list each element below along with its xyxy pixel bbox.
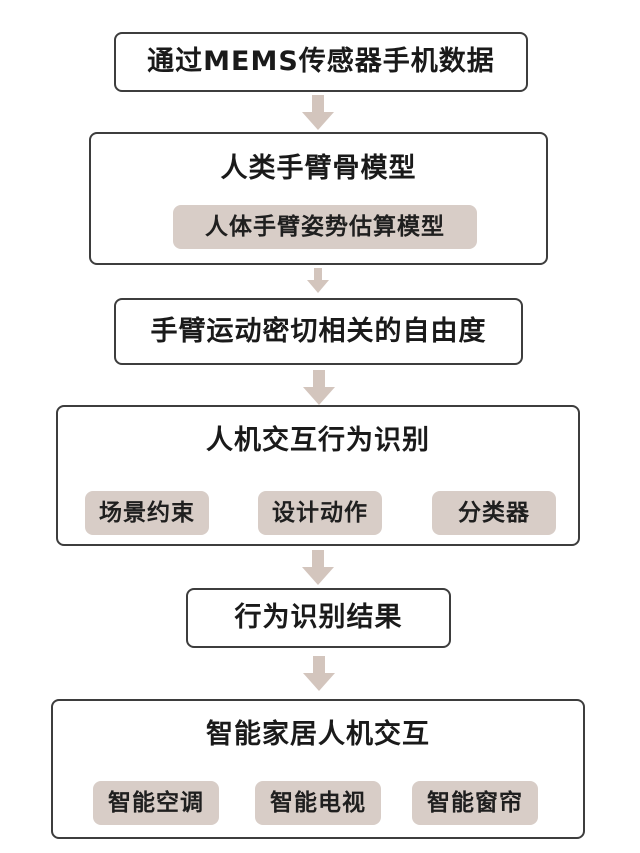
smart-tv: 智能电视 xyxy=(255,781,381,825)
design-action: 设计动作 xyxy=(258,491,382,535)
step-smart-home-hci: 智能家居人机交互 智能空调 智能电视 智能窗帘 xyxy=(51,699,585,839)
step-hci-recognition-label: 人机交互行为识别 xyxy=(206,425,430,456)
step-hci-recognition: 人机交互行为识别 场景约束 设计动作 分类器 xyxy=(56,405,580,546)
step-mems-data: 通过MEMS传感器手机数据 xyxy=(114,32,528,92)
down-arrow-icon xyxy=(301,550,335,586)
down-arrow-icon xyxy=(302,370,336,406)
classifier: 分类器 xyxy=(432,491,556,535)
step-arm-dof-label: 手臂运动密切相关的自由度 xyxy=(150,316,487,347)
down-arrow-icon xyxy=(301,95,335,131)
step-arm-bone-model-label: 人类手臂骨模型 xyxy=(220,153,417,184)
step-arm-bone-model: 人类手臂骨模型 人体手臂姿势估算模型 xyxy=(89,132,548,265)
arm-pose-estimation-model: 人体手臂姿势估算模型 xyxy=(173,205,477,249)
down-arrow-icon xyxy=(305,268,331,294)
scene-constraint: 场景约束 xyxy=(85,491,209,535)
smart-curtain: 智能窗帘 xyxy=(412,781,538,825)
step-mems-data-label: 通过MEMS传感器手机数据 xyxy=(147,46,495,77)
step-recognition-result-label: 行为识别结果 xyxy=(234,602,403,633)
step-smart-home-hci-label: 智能家居人机交互 xyxy=(206,719,430,750)
step-arm-dof: 手臂运动密切相关的自由度 xyxy=(114,298,523,365)
smart-air-conditioner: 智能空调 xyxy=(93,781,219,825)
down-arrow-icon xyxy=(302,656,336,692)
step-recognition-result: 行为识别结果 xyxy=(186,588,451,648)
